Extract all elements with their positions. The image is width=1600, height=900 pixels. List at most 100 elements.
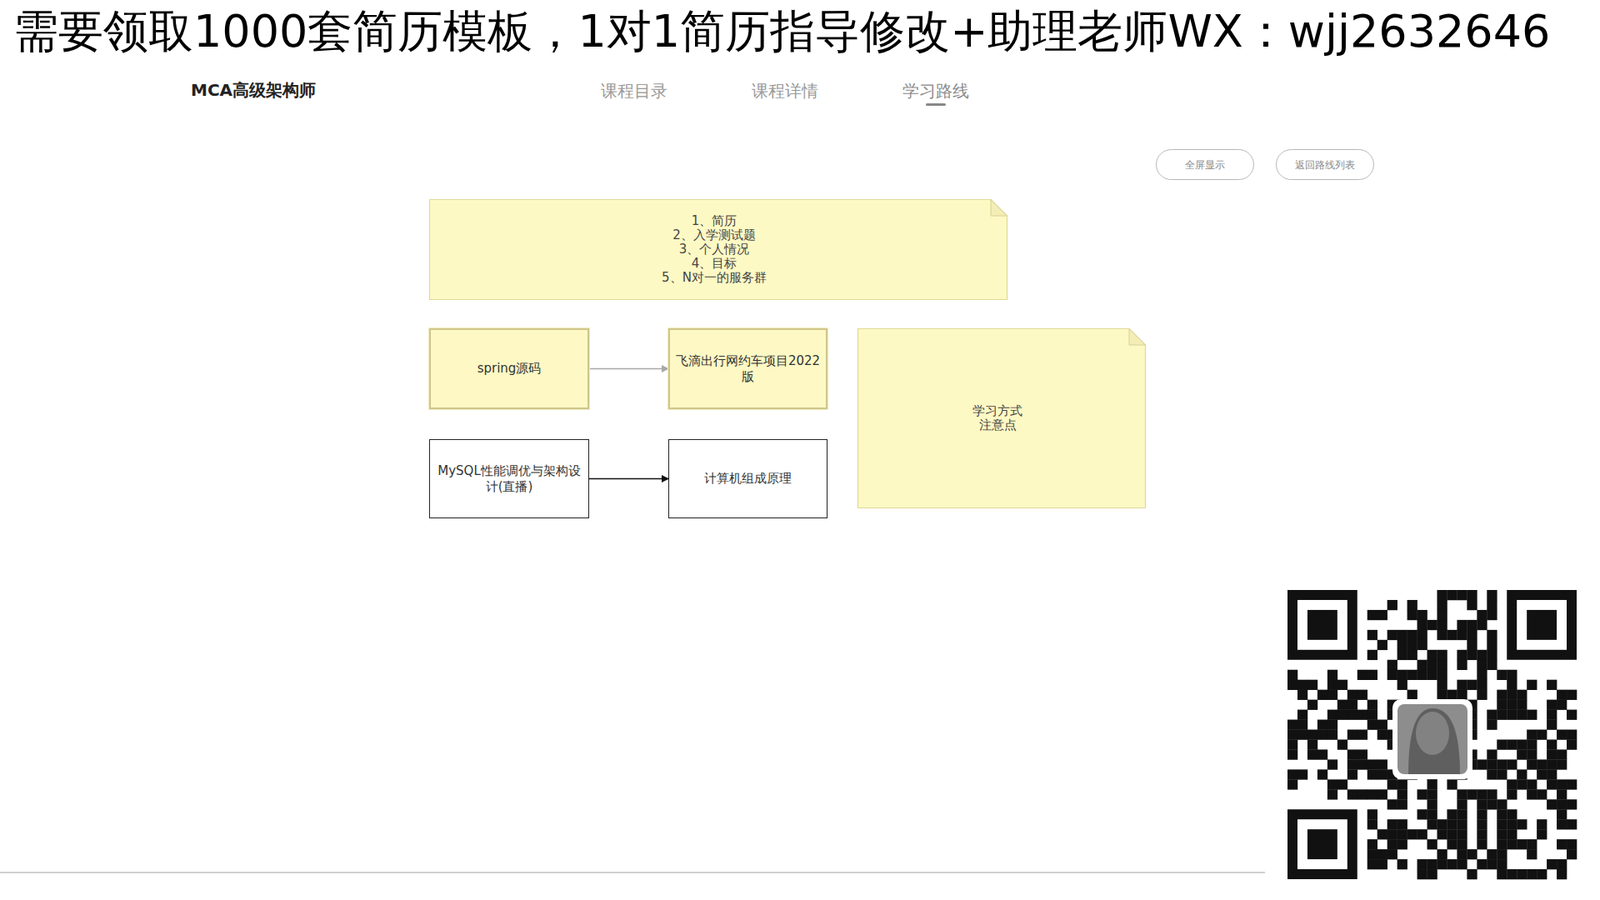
qr-finder [1297, 819, 1348, 870]
flow-arrow [589, 368, 669, 370]
qr-module [1387, 819, 1398, 830]
qr-module [1516, 819, 1527, 830]
qr-module [1516, 739, 1527, 750]
sticky-note: 1、简历2、入学测试题3、个人情况4、目标5、N对一的服务群 [429, 199, 1008, 300]
qr-module [1427, 660, 1438, 670]
qr-module [1546, 769, 1557, 780]
qr-module [1436, 650, 1447, 660]
qr-module [1436, 690, 1447, 700]
qr-module [1317, 769, 1328, 780]
qr-module [1556, 779, 1567, 790]
qr-module [1556, 789, 1567, 800]
qr-module [1436, 590, 1447, 600]
qr-module [1436, 829, 1447, 840]
qr-module [1526, 710, 1537, 720]
note-text: 4、目标 [691, 256, 738, 271]
qr-module [1566, 739, 1577, 750]
qr-module [1417, 610, 1428, 620]
qr-module [1506, 670, 1517, 680]
qr-module [1397, 829, 1408, 840]
bottom-rule [0, 871, 1265, 874]
qr-module [1556, 700, 1567, 710]
note-text: 5、N对一的服务群 [661, 270, 767, 285]
qr-module [1476, 670, 1487, 680]
qr-module [1357, 730, 1368, 740]
qr-module [1417, 670, 1428, 680]
qr-module [1446, 829, 1457, 840]
qr-module [1566, 819, 1577, 830]
qr-module [1367, 670, 1378, 680]
qr-module [1466, 630, 1477, 640]
button-label: 返回路线列表 [1295, 158, 1355, 172]
qr-module [1496, 839, 1507, 850]
qr-module [1367, 610, 1378, 620]
qr-finder [1506, 590, 1577, 660]
note-text: 注意点 [979, 418, 1017, 433]
qr-module [1446, 590, 1457, 600]
qr-module [1287, 749, 1298, 760]
qr-module [1546, 799, 1557, 810]
qr-module [1496, 700, 1507, 710]
qr-module [1367, 720, 1378, 730]
back-button: 返回路线列表 [1275, 149, 1375, 180]
qr-module [1427, 859, 1438, 870]
qr-module [1556, 759, 1567, 770]
box-label: 飞滴出行网约车项目2022版 [675, 353, 821, 385]
qr-module [1536, 730, 1547, 740]
qr-module [1456, 839, 1467, 850]
qr-module [1347, 730, 1358, 740]
qr-module [1417, 809, 1428, 820]
note-body [858, 329, 1146, 509]
qr-module [1546, 680, 1557, 690]
qr-module [1536, 759, 1547, 770]
qr-module [1476, 809, 1487, 820]
qr-module [1427, 650, 1438, 660]
qr-module [1506, 779, 1517, 790]
qr-module [1397, 839, 1408, 850]
qr-module [1486, 789, 1497, 800]
qr-module [1427, 869, 1438, 880]
qr-module [1486, 600, 1497, 610]
qr-module [1427, 670, 1438, 680]
qr-module [1526, 789, 1537, 800]
qr-module [1456, 819, 1467, 830]
qr-module [1546, 759, 1557, 770]
nav-tab: 课程目录 [600, 80, 668, 101]
qr-module [1446, 859, 1457, 870]
course-box: spring源码 [429, 328, 590, 410]
qr-module [1287, 730, 1298, 740]
flow-arrow [589, 478, 669, 480]
qr-module [1566, 849, 1577, 860]
qr-module [1476, 680, 1487, 690]
qr-module [1476, 799, 1487, 810]
course-box: MySQL性能调优与架构设计(直播) [429, 439, 590, 519]
qr-module [1456, 650, 1467, 660]
course-box: 计算机组成原理 [668, 439, 828, 519]
qr-module [1317, 730, 1328, 740]
qr-module [1456, 660, 1467, 670]
qr-module [1397, 670, 1408, 680]
qr-module [1337, 739, 1348, 750]
box-label: MySQL性能调优与架构设计(直播) [435, 463, 584, 495]
qr-module [1476, 660, 1487, 670]
qr-module [1436, 859, 1447, 870]
qr-module [1446, 779, 1457, 790]
qr-module [1536, 869, 1547, 880]
qr-module [1397, 640, 1408, 650]
tab-underline [925, 103, 946, 106]
qr-module [1486, 859, 1497, 870]
qr-module [1556, 799, 1567, 810]
qr-module [1407, 690, 1418, 700]
qr-module [1466, 650, 1477, 660]
qr-module [1556, 749, 1567, 760]
qr-module [1486, 769, 1497, 780]
qr-module [1456, 680, 1467, 690]
nav-tab: 课程详情 [751, 80, 819, 101]
qr-module [1347, 789, 1358, 800]
qr-module [1377, 610, 1388, 620]
qr-module [1297, 680, 1308, 690]
qr-module [1407, 600, 1418, 610]
qr-module [1367, 759, 1378, 770]
qr-module [1397, 799, 1408, 810]
qr-module [1427, 819, 1438, 830]
